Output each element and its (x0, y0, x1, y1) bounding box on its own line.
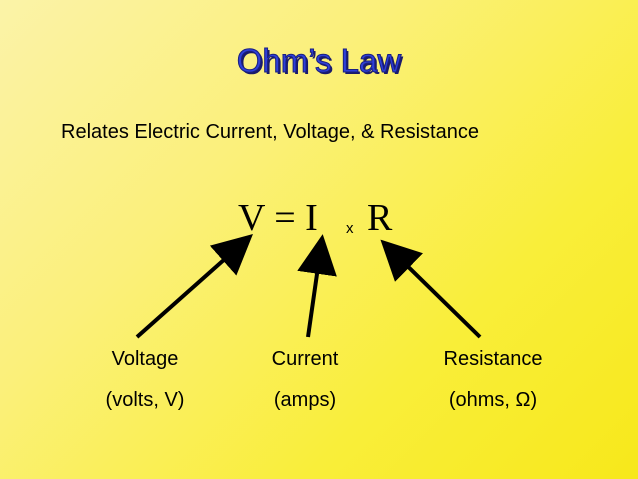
equation-right: R (367, 197, 393, 239)
slide-subtitle: Relates Electric Current, Voltage, & Res… (61, 121, 479, 143)
arrow-current (297, 234, 337, 338)
term-current-name: Current (271, 348, 339, 370)
term-voltage-name: Voltage (111, 348, 179, 370)
term-resistance-name: Resistance (443, 348, 543, 370)
term-voltage: Voltage (volts, V) (80, 348, 210, 412)
term-voltage-unit: (volts, V) (105, 389, 185, 411)
term-resistance: Resistance (ohms, Ω) (418, 348, 568, 412)
slide-title: Ohm’s Law (236, 42, 402, 80)
equation-left: V = I (238, 197, 318, 239)
term-resistance-unit: (ohms, Ω) (448, 389, 538, 411)
arrow-resistance (380, 239, 482, 339)
term-current-unit: (amps) (273, 389, 337, 411)
arrow-voltage (135, 234, 253, 339)
term-current: Current (amps) (240, 348, 370, 412)
equation-operator: x (346, 220, 354, 237)
